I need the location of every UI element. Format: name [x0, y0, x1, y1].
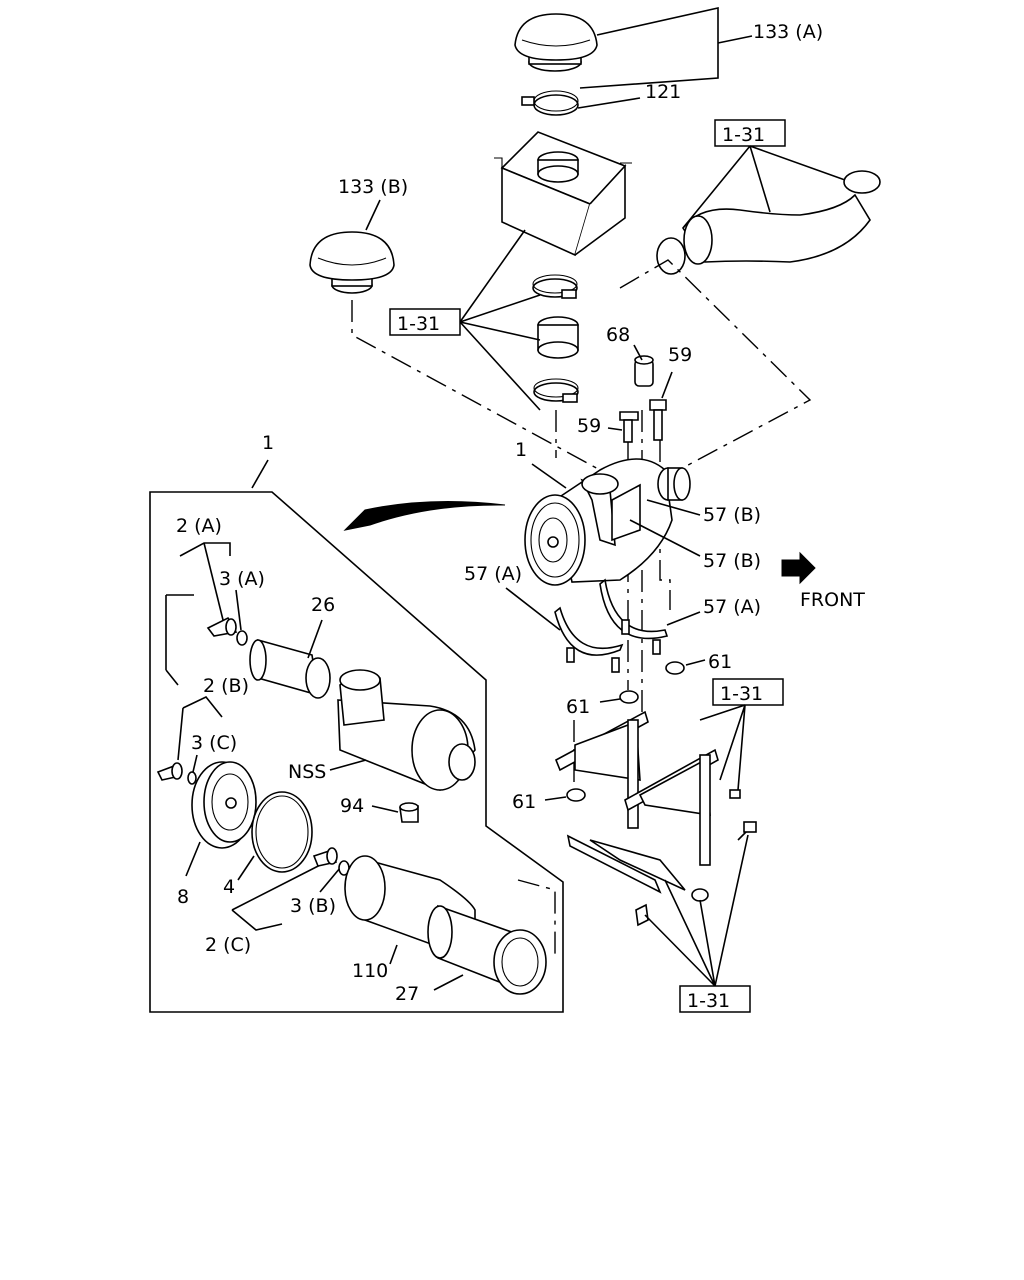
label-4: 4 [223, 876, 235, 898]
label-57a-left: 57 (A) [464, 563, 522, 585]
label-133b: 133 (B) [338, 176, 408, 198]
label-59-right: 59 [668, 344, 692, 366]
clamp-121 [521, 90, 579, 116]
bolt-59-left [619, 411, 639, 443]
bolt-bracket [635, 789, 757, 927]
label-61-right: 61 [708, 651, 732, 673]
wing-nut-2b [156, 762, 183, 781]
label-1-31-right: 1-31 [720, 683, 763, 705]
rain-cap-133b [309, 231, 395, 294]
nut-61-right [665, 661, 685, 675]
label-26: 26 [311, 594, 335, 616]
rain-cap-133a [514, 13, 598, 72]
transfer-arrow-icon [343, 500, 506, 531]
label-59-left: 59 [577, 415, 601, 437]
reference-box-1-31-right [712, 678, 784, 706]
coupling-hose [537, 316, 579, 359]
reference-box-1-31-mid [389, 308, 461, 336]
primary-element-110 [344, 855, 547, 995]
label-1-31-bottom: 1-31 [687, 990, 730, 1012]
cover-8 [191, 761, 257, 849]
washer-3a [236, 630, 248, 646]
label-61-mid: 61 [566, 696, 590, 718]
safety-element-26 [249, 638, 331, 699]
label-57b-upper: 57 (B) [703, 504, 761, 526]
air-cleaner-assembly [524, 458, 691, 586]
mounting-bracket [554, 710, 719, 894]
label-1-31-top: 1-31 [722, 124, 765, 146]
gasket-4 [251, 791, 313, 873]
washer-3c [187, 771, 197, 785]
label-2a: 2 (A) [176, 515, 222, 537]
routing-line-right [619, 259, 812, 481]
mounting-band-57a [554, 578, 669, 673]
label-1-callout: 1 [262, 432, 274, 454]
label-3c: 3 (C) [191, 732, 237, 754]
clamp-lower [533, 378, 579, 403]
bushing-68 [634, 355, 654, 387]
bolt-59-right [649, 399, 667, 441]
label-3b: 3 (B) [290, 895, 336, 917]
wing-nut-2a [206, 616, 238, 637]
label-2c: 2 (C) [205, 934, 251, 956]
label-68: 68 [606, 324, 630, 346]
label-57b-lower: 57 (B) [703, 550, 761, 572]
label-2b: 2 (B) [203, 675, 249, 697]
label-8: 8 [177, 886, 189, 908]
label-110: 110 [352, 960, 388, 982]
vacuator-valve-94 [399, 802, 419, 823]
routing-line-left [351, 300, 601, 471]
front-arrow-icon [781, 551, 816, 585]
label-133a: 133 (A) [753, 21, 823, 43]
label-1-31-mid: 1-31 [397, 313, 440, 335]
clamp-upper [532, 274, 578, 299]
label-57a-right: 57 (A) [703, 596, 761, 618]
exploded-view-frame [149, 491, 564, 1013]
label-94: 94 [340, 795, 364, 817]
nut-61-low [566, 788, 586, 802]
nut-61-mid [619, 690, 639, 704]
label-nss: NSS [288, 761, 326, 783]
label-121: 121 [645, 81, 681, 103]
label-3a: 3 (A) [219, 568, 265, 590]
label-front: FRONT [800, 589, 865, 611]
label-1-assembly: 1 [515, 439, 527, 461]
wing-nut-2c [312, 847, 338, 867]
air-cleaner-housing-nss [337, 669, 476, 791]
precleaner-box [494, 131, 632, 257]
label-61-low: 61 [512, 791, 536, 813]
label-27: 27 [395, 983, 419, 1005]
intake-hose [656, 170, 881, 275]
reference-box-1-31-top [714, 119, 786, 147]
